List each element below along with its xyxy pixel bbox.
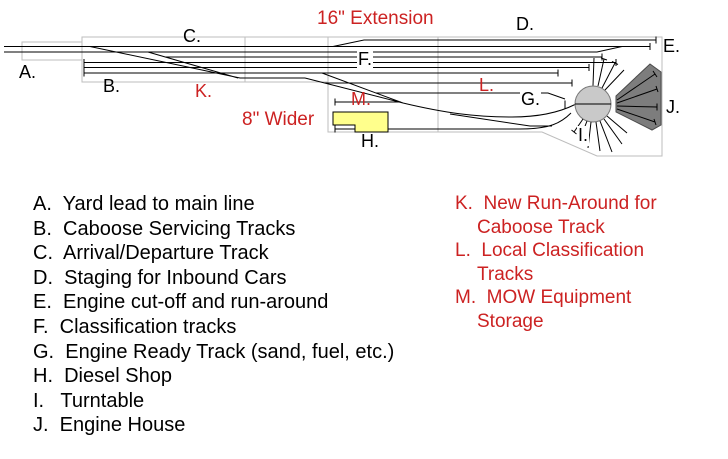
diagram-marker-b: B.: [103, 76, 121, 96]
legend-row: A. Yard lead to main line: [33, 193, 255, 215]
diagram-marker-m: M.: [351, 89, 371, 109]
diagram-marker-l: L.: [479, 75, 495, 95]
diagram-marker-i: I.: [577, 125, 590, 146]
legend-row: K. New Run-Around for: [455, 193, 657, 214]
legend-row: J. Engine House: [33, 414, 186, 437]
diagram-marker-d: D.: [516, 14, 534, 34]
legend-row: H. Diesel Shop: [33, 365, 172, 388]
diagram-marker-c: C.: [183, 26, 201, 46]
diagram-marker-g: G.: [520, 89, 542, 110]
turntable-spokes: [571, 57, 628, 153]
legend-black: A. Yard lead to main line B. Caboose Ser…: [33, 192, 394, 438]
turntable: [564, 57, 628, 153]
yard-tracks: [4, 36, 657, 133]
diesel-shop-building: [332, 111, 389, 133]
legend-red: K. New Run-Around for Caboose Track L. L…: [455, 192, 657, 334]
diagram-marker-h: H.: [361, 131, 379, 151]
diagram-marker-f: F.: [357, 49, 374, 70]
legend-row: G. Engine Ready Track (sand, fuel, etc.): [33, 340, 395, 363]
legend-row: Caboose Track: [477, 216, 605, 238]
annotation-8in-wider: 8" Wider: [242, 109, 315, 130]
legend-row: L. Local Classification: [455, 240, 645, 262]
legend-row: C. Arrival/Departure Track: [33, 242, 269, 265]
diagram-marker-e: E.: [663, 36, 681, 56]
engine-house: [615, 63, 662, 131]
diagram-marker-k: K.: [195, 81, 213, 101]
legend-row: Tracks: [477, 263, 534, 285]
engine-house-tracks: [616, 70, 659, 126]
legend-row: D. Staging for Inbound Cars: [33, 266, 287, 289]
legend-row: I. Turntable: [33, 389, 145, 412]
legend-row: M. MOW Equipment: [455, 287, 632, 309]
legend-row: F. Classification tracks: [33, 315, 237, 338]
legend-row: B. Caboose Servicing Tracks: [33, 217, 296, 240]
diagram-marker-a: A.: [19, 62, 37, 82]
legend-row: Storage: [477, 310, 544, 332]
benchwork-outline: [21, 36, 663, 157]
diagram-marker-j: J.: [666, 97, 681, 117]
legend-row: E. Engine cut-off and run-around: [33, 291, 329, 314]
annotation-16in-extension: 16" Extension: [317, 8, 434, 29]
